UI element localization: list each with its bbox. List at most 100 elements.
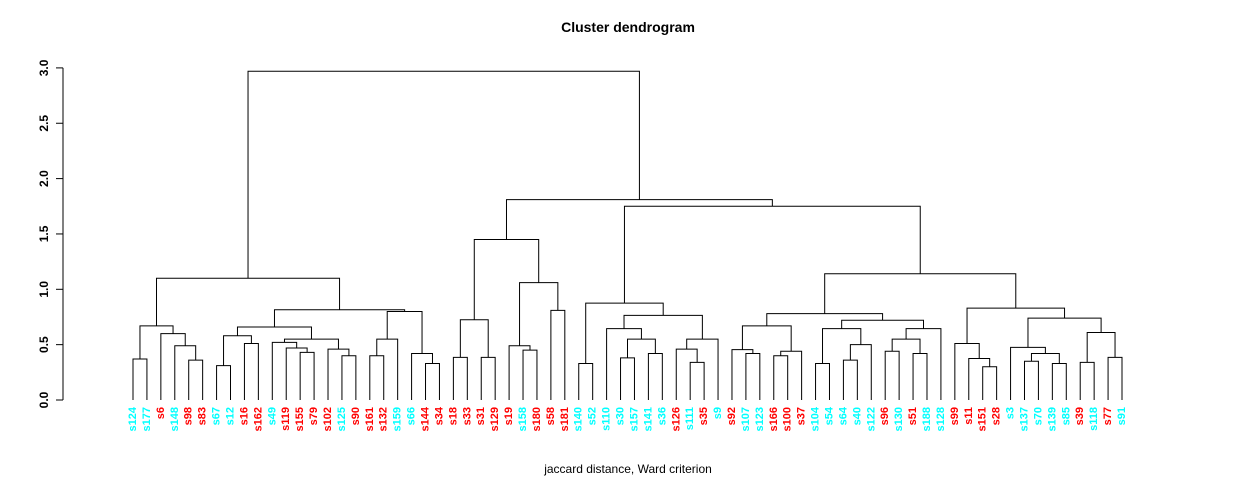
dendrogram-merge bbox=[425, 362, 440, 400]
leaf-label-s162: s162 bbox=[252, 407, 264, 431]
leaf-label-s148: s148 bbox=[169, 407, 181, 431]
dendrogram-merge bbox=[815, 362, 830, 400]
leaf-label-s151: s151 bbox=[977, 407, 989, 431]
leaf-label-s155: s155 bbox=[294, 407, 306, 431]
leaf-label-s3: s3 bbox=[1005, 407, 1017, 419]
leaf-label-s66: s66 bbox=[406, 407, 418, 425]
dendrogram-merge bbox=[741, 325, 792, 352]
leaf-label-s107: s107 bbox=[740, 407, 752, 431]
leaf-label-s119: s119 bbox=[280, 407, 292, 431]
dendrogram-merge bbox=[386, 310, 423, 354]
leaf-label-s34: s34 bbox=[433, 406, 445, 425]
leaf-label-s177: s177 bbox=[141, 407, 153, 431]
leaf-label-s77: s77 bbox=[1102, 407, 1114, 425]
plot-title: Cluster dendrogram bbox=[561, 19, 695, 35]
dendrogram-merge bbox=[236, 326, 312, 340]
dendrogram-merge bbox=[243, 343, 259, 400]
dendrogram-merge bbox=[982, 366, 998, 400]
dendrogram-merge bbox=[966, 307, 1066, 344]
leaf-label-s85: s85 bbox=[1060, 407, 1072, 425]
dendrogram-merge bbox=[273, 309, 406, 327]
dendrogram-merge bbox=[132, 358, 148, 400]
leaf-label-s49: s49 bbox=[266, 407, 278, 425]
leaf-label-s40: s40 bbox=[851, 407, 863, 425]
leaf-label-s11: s11 bbox=[963, 407, 975, 425]
dendrogram-merge bbox=[623, 314, 703, 340]
dendrogram-merge bbox=[188, 359, 204, 400]
y-axis: 0.00.51.01.52.02.53.0 bbox=[37, 59, 64, 408]
leaf-label-s100: s100 bbox=[782, 407, 794, 431]
leaf-label-s52: s52 bbox=[587, 407, 599, 425]
leaf-label-s102: s102 bbox=[322, 407, 334, 431]
leaf-label-s130: s130 bbox=[893, 407, 905, 431]
dendrogram-merge bbox=[452, 356, 468, 400]
dendrogram-merge bbox=[647, 353, 663, 400]
leaf-label-s37: s37 bbox=[796, 407, 808, 425]
leaf-label-s161: s161 bbox=[364, 407, 376, 431]
y-axis-tick-label: 1.5 bbox=[37, 225, 51, 242]
dendrogram-merge bbox=[766, 313, 884, 326]
leaf-label-s90: s90 bbox=[350, 407, 362, 425]
leaf-label-s92: s92 bbox=[726, 407, 738, 425]
dendrogram-merge bbox=[327, 348, 350, 400]
leaf-label-s58: s58 bbox=[545, 407, 557, 425]
leaf-label-s141: s141 bbox=[642, 407, 654, 431]
leaf-label-s28: s28 bbox=[991, 407, 1003, 425]
dendrogram-merge bbox=[912, 353, 928, 400]
dendrogram-merge bbox=[299, 351, 315, 400]
dendrogram-merge bbox=[341, 355, 357, 400]
dendrogram-merge bbox=[1079, 361, 1095, 400]
dendrogram-merge bbox=[1107, 356, 1123, 400]
y-axis-tick-label: 2.0 bbox=[37, 170, 51, 187]
dendrogram-merge bbox=[968, 357, 991, 400]
dendrogram-merge bbox=[822, 328, 862, 364]
dendrogram-branches bbox=[132, 70, 1123, 400]
leaf-label-s118: s118 bbox=[1088, 407, 1100, 431]
dendrogram-merge bbox=[578, 362, 594, 400]
leaf-label-s35: s35 bbox=[698, 407, 710, 425]
dendrogram-merge bbox=[884, 350, 900, 400]
leaf-label-s104: s104 bbox=[810, 406, 822, 431]
y-axis-tick-label: 1.0 bbox=[37, 281, 51, 298]
leaf-label-s144: s144 bbox=[420, 406, 432, 431]
dendrogram-merge bbox=[1051, 362, 1067, 400]
y-axis-tick-label: 2.5 bbox=[37, 115, 51, 132]
leaf-label-s157: s157 bbox=[628, 407, 640, 431]
leaf-label-s83: s83 bbox=[197, 407, 209, 425]
leaf-label-s129: s129 bbox=[489, 407, 501, 431]
dendrogram-merge bbox=[675, 348, 698, 400]
dendrogram-merge bbox=[473, 238, 540, 320]
dendrogram-merge bbox=[1023, 360, 1039, 400]
dendrogram-merge bbox=[160, 333, 186, 400]
leaf-label-s180: s180 bbox=[531, 407, 543, 431]
leaf-label-s12: s12 bbox=[225, 407, 237, 425]
leaf-label-s91: s91 bbox=[1116, 407, 1128, 425]
leaf-label-s139: s139 bbox=[1046, 407, 1058, 431]
leaf-label-s16: s16 bbox=[238, 407, 250, 425]
leaf-label-s96: s96 bbox=[879, 407, 891, 425]
dendrogram-merge bbox=[585, 302, 664, 364]
dendrogram-merge bbox=[773, 355, 789, 400]
dendrogram-merge bbox=[745, 353, 761, 400]
leaf-label-s98: s98 bbox=[183, 407, 195, 425]
leaf-label-s9: s9 bbox=[712, 407, 724, 419]
dendrogram-merge bbox=[411, 353, 433, 400]
y-axis-tick-label: 0.0 bbox=[37, 391, 51, 408]
leaf-label-s51: s51 bbox=[907, 407, 919, 425]
leaf-label-s6: s6 bbox=[155, 407, 167, 419]
leaf-label-s137: s137 bbox=[1018, 407, 1030, 431]
leaf-label-s158: s158 bbox=[517, 407, 529, 431]
dendrogram-merge bbox=[139, 325, 174, 360]
dendrogram-merge bbox=[285, 347, 308, 400]
leaf-label-s99: s99 bbox=[949, 407, 961, 425]
dendrogram-merge bbox=[376, 338, 399, 400]
leaf-label-s166: s166 bbox=[768, 407, 780, 431]
y-axis-tick-label: 0.5 bbox=[37, 336, 51, 353]
dendrogram-merge bbox=[606, 328, 642, 400]
dendrogram-merge bbox=[623, 205, 921, 304]
plot-subtitle: jaccard distance, Ward criterion bbox=[543, 462, 712, 476]
dendrogram-merge bbox=[731, 349, 754, 400]
